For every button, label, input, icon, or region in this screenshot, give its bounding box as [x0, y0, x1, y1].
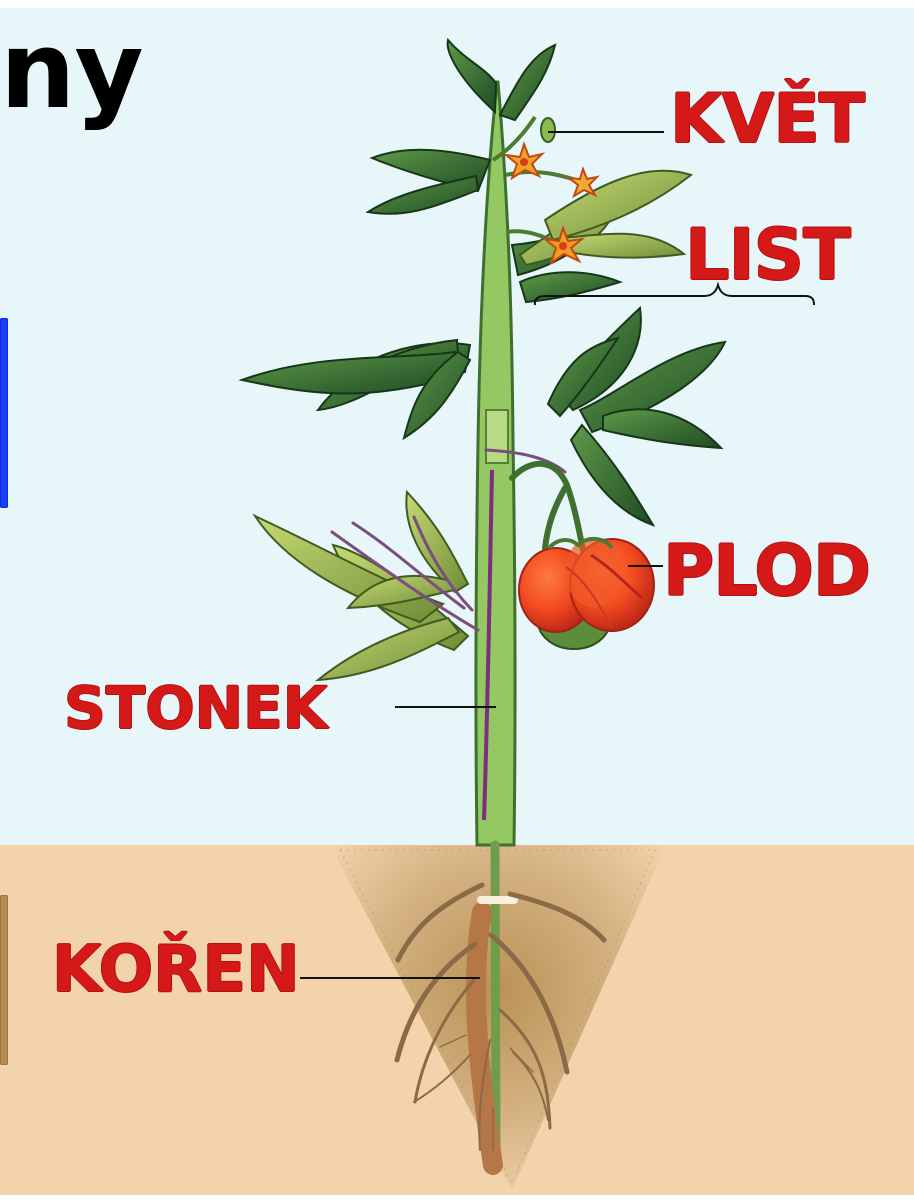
flower-label: KVĚT: [670, 86, 864, 154]
fruit-stem: [512, 464, 585, 560]
bud-icon: [541, 118, 555, 142]
tomato-fruit: [519, 537, 654, 649]
fruit-label: PLOD: [663, 536, 870, 606]
flower-icon: [569, 169, 597, 196]
root-label: KOŘEN: [52, 938, 300, 1002]
stem-label: STONEK: [64, 679, 328, 737]
leaf-label: LIST: [685, 220, 850, 290]
